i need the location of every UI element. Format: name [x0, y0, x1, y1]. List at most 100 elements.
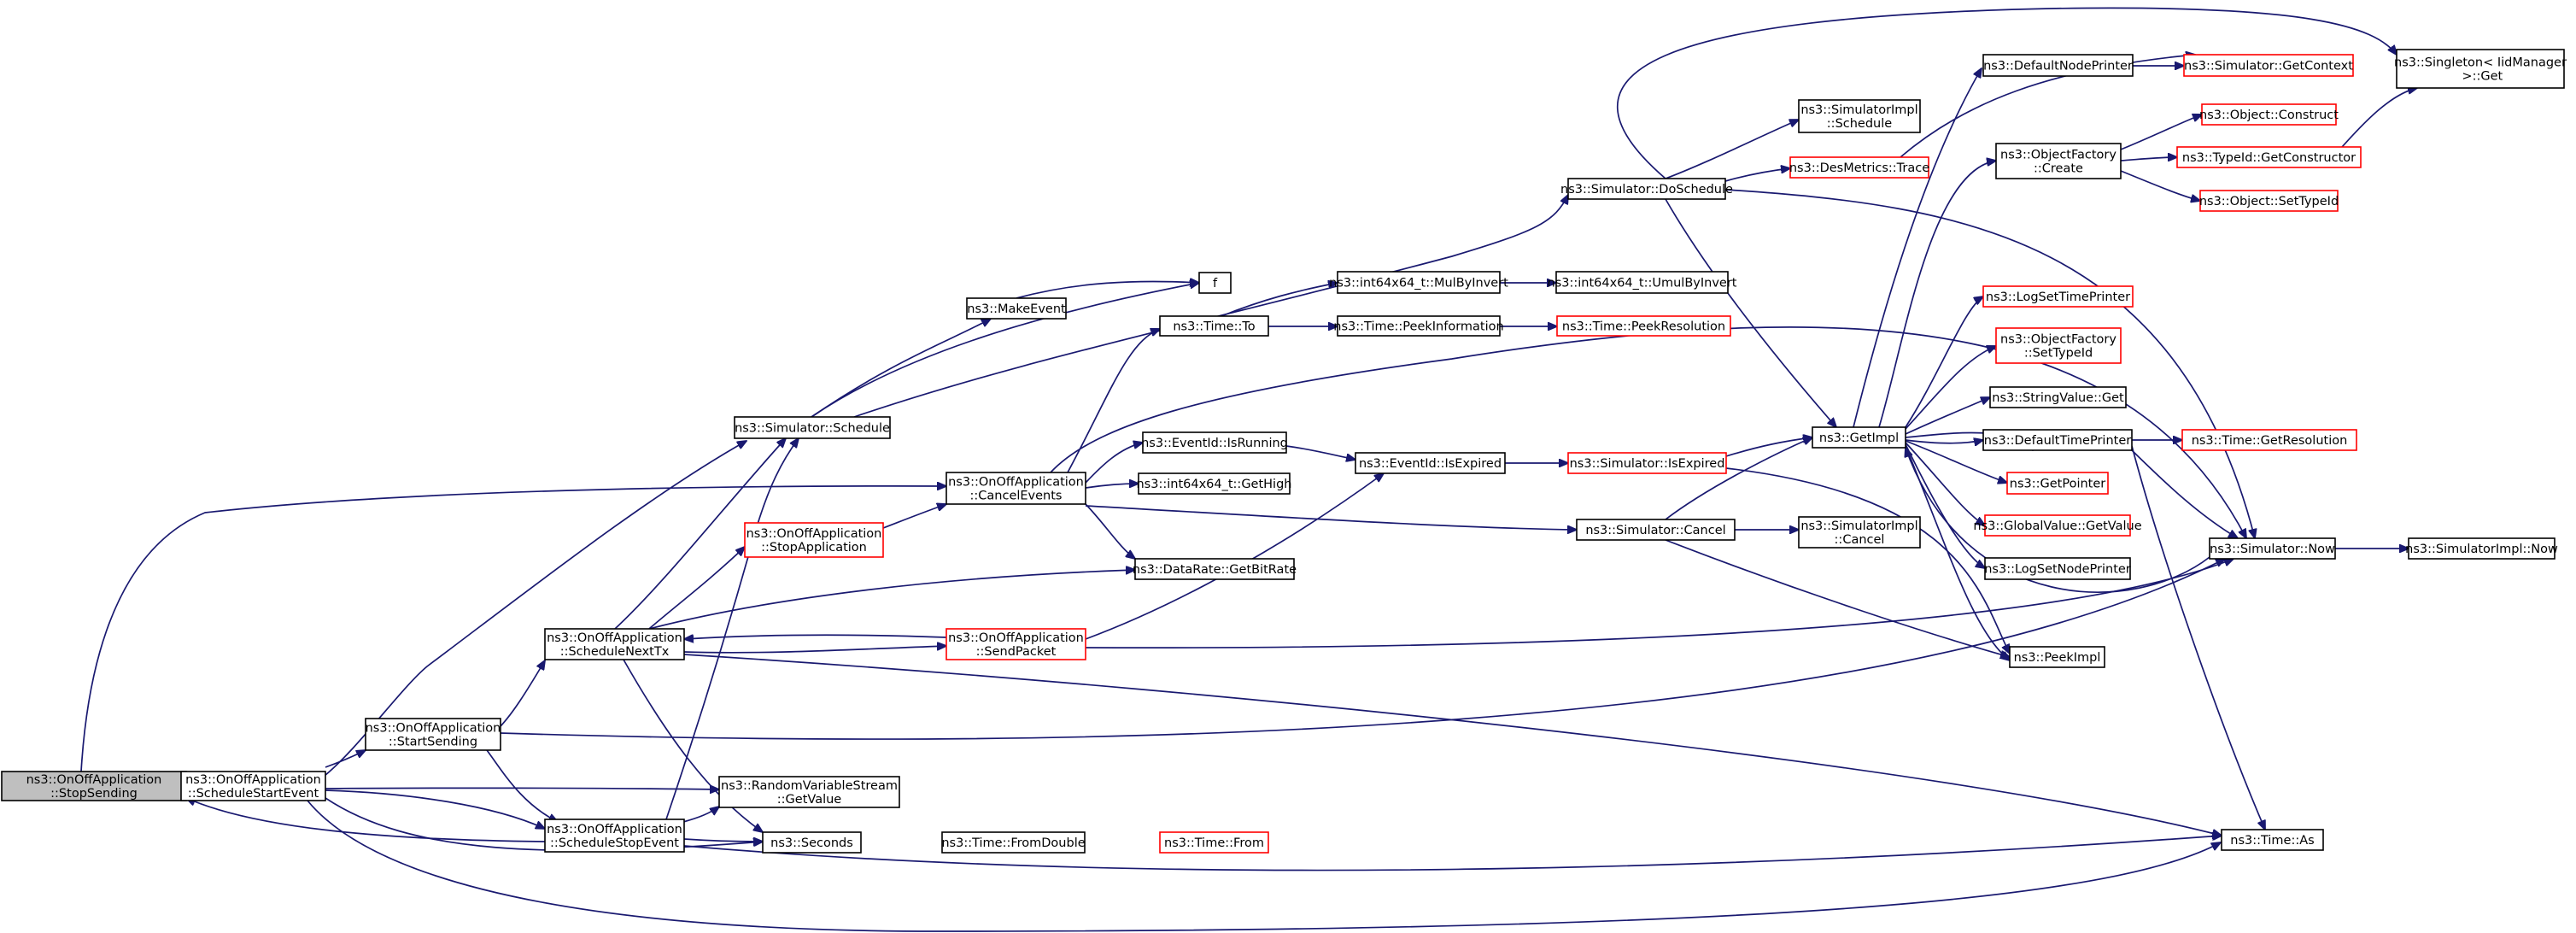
node-mulByInvert[interactable]: ns3::int64x64_t::MulByInvert [1329, 271, 1508, 294]
node-label-line: ::Schedule [1827, 117, 1892, 131]
call-edge-to-peekImpl [1665, 539, 2010, 657]
node-stopSending[interactable]: ns3::OnOffApplication::StopSending [1, 771, 187, 801]
call-edge-to-logSetTimePrinter [1905, 296, 1983, 428]
node-getConstructor[interactable]: ns3::TypeId::GetConstructor [2176, 146, 2362, 168]
node-peekImpl[interactable]: ns3::PeekImpl [2009, 646, 2105, 668]
call-edge-to-seconds [623, 659, 763, 832]
call-edge-to-getContext [1900, 55, 2195, 158]
node-box [1, 771, 187, 801]
node-label-line: ns3::OnOffApplication [26, 773, 162, 787]
node-simNow[interactable]: ns3::Simulator::Now [2209, 537, 2336, 560]
call-edge-to-getBitRate [1085, 503, 1135, 559]
node-ofSetTypeId[interactable]: ns3::ObjectFactory::SetTypeId [1995, 327, 2122, 364]
call-edge-to-getConstructor [2120, 157, 2177, 161]
node-rvsGetValue[interactable]: ns3::RandomVariableStream::GetValue [718, 776, 900, 808]
node-box [1159, 831, 1269, 854]
node-simSchedule[interactable]: ns3::Simulator::Schedule [734, 416, 891, 439]
node-getImpl[interactable]: ns3::GetImpl [1812, 426, 1906, 449]
node-scheduleStartEvent[interactable]: ns3::OnOffApplication::ScheduleStartEven… [180, 771, 326, 801]
node-isRunning[interactable]: ns3::EventId::IsRunning [1141, 431, 1288, 454]
node-cancelEvents[interactable]: ns3::OnOffApplication::CancelEvents [946, 472, 1086, 505]
node-getResolution[interactable]: ns3::Time::GetResolution [2181, 429, 2357, 451]
node-getContext[interactable]: ns3::Simulator::GetContext [2183, 54, 2354, 77]
node-f[interactable]: f [1198, 272, 1232, 294]
node-box [1556, 315, 1731, 337]
node-box [544, 628, 685, 660]
node-box [2221, 829, 2324, 851]
node-label-line: ns3::LogSetNodePrinter [1984, 563, 2131, 577]
call-edge-to-scheduleNextTx [684, 635, 947, 639]
call-edge-to-isExpired [1085, 473, 1384, 640]
node-getPointer[interactable]: ns3::GetPointer [2006, 472, 2109, 495]
node-startSending[interactable]: ns3::OnOffApplication::StartSending [365, 718, 501, 751]
node-box [1798, 99, 1921, 133]
node-box [1984, 514, 2131, 537]
node-timeAs[interactable]: ns3::Time::As [2221, 829, 2324, 851]
node-defaultTimePrinter[interactable]: ns3::DefaultTimePrinter [1982, 429, 2133, 451]
node-box [2408, 537, 2556, 560]
node-implSchedule[interactable]: ns3::SimulatorImpl::Schedule [1798, 99, 1921, 133]
node-label-line: ns3::int64x64_t::UmulByInvert [1548, 277, 1737, 290]
node-logSetNodePrinter[interactable]: ns3::LogSetNodePrinter [1984, 557, 2131, 580]
node-objConstruct[interactable]: ns3::Object::Construct [2199, 103, 2339, 126]
node-seconds[interactable]: ns3::Seconds [762, 831, 862, 854]
node-peekResolution[interactable]: ns3::Time::PeekResolution [1556, 315, 1731, 337]
node-box [941, 831, 1086, 854]
node-label-line: ::GetValue [777, 793, 842, 807]
call-edge-to-timeAs [2131, 445, 2265, 830]
node-label-line: ::SendPacket [976, 645, 1057, 659]
node-sendPacket[interactable]: ns3::OnOffApplication::SendPacket [946, 628, 1086, 660]
node-simIsExpired[interactable]: ns3::Simulator::IsExpired [1567, 452, 1727, 474]
node-doSchedule[interactable]: ns3::Simulator::DoSchedule [1560, 178, 1733, 200]
node-scheduleStopEvent[interactable]: ns3::OnOffApplication::ScheduleStopEvent [544, 819, 685, 853]
call-edge-to-seconds [683, 839, 763, 842]
node-desTrace[interactable]: ns3::DesMetrics::Trace [1789, 156, 1929, 179]
node-box [1142, 431, 1287, 454]
node-objSetTypeId[interactable]: ns3::Object::SetTypeId [2199, 190, 2339, 212]
node-label-line: ns3::DataRate::GetBitRate [1133, 563, 1297, 577]
node-label-line: ns3::Singleton< IidManager [2394, 56, 2567, 70]
call-edge-to-simNow [2131, 449, 2238, 538]
node-defaultNodePrinter[interactable]: ns3::DefaultNodePrinter [1982, 54, 2134, 77]
node-box [1989, 386, 2127, 408]
node-box [1576, 519, 1736, 541]
node-simCancel[interactable]: ns3::Simulator::Cancel [1576, 519, 1736, 541]
node-getHigh[interactable]: ns3::int64x64_t::GetHigh [1136, 472, 1292, 495]
node-scheduleNextTx[interactable]: ns3::OnOffApplication::ScheduleNextTx [544, 628, 685, 660]
call-edge-to-peekImpl [1725, 467, 2010, 654]
call-edge-to-implSchedule [1665, 120, 1799, 179]
node-label-line: ns3::Time::As [2230, 834, 2314, 848]
node-ofCreate[interactable]: ns3::ObjectFactory::Create [1995, 143, 2122, 179]
node-label-line: ns3::Time::To [1173, 320, 1255, 334]
node-label-line: f [1213, 277, 1218, 290]
node-label-line: ns3::LogSetTimePrinter [1986, 290, 2130, 304]
node-logSetTimePrinter[interactable]: ns3::LogSetTimePrinter [1982, 285, 2134, 308]
node-label-line: ns3::Simulator::Cancel [1585, 524, 1725, 537]
node-label-line: ns3::OnOffApplication [366, 722, 501, 736]
node-label-line: ns3::GetPointer [2010, 478, 2106, 491]
node-label-line: ns3::Time::GetResolution [2192, 434, 2348, 448]
node-fromDouble[interactable]: ns3::Time::FromDouble [941, 831, 1086, 854]
node-globalGetValue[interactable]: ns3::GlobalValue::GetValue [1973, 514, 2142, 537]
node-umulByInvert[interactable]: ns3::int64x64_t::UmulByInvert [1548, 271, 1737, 294]
node-label-line: ns3::DesMetrics::Trace [1789, 161, 1929, 175]
node-label-line: ns3::Seconds [770, 836, 853, 850]
call-edge-to-startSending [325, 750, 366, 768]
node-label-line: ::StopApplication [761, 541, 867, 555]
node-label-line: ::ScheduleNextTx [560, 645, 670, 659]
node-stopApplication[interactable]: ns3::OnOffApplication::StopApplication [744, 522, 884, 558]
call-edge-to-mulByInvert [1221, 283, 1338, 317]
node-label-line: ns3::int64x64_t::GetHigh [1136, 478, 1291, 491]
node-implCancel[interactable]: ns3::SimulatorImpl::Cancel [1798, 516, 1921, 549]
node-singletonGet[interactable]: ns3::Singleton< IidManager >::Get [2394, 49, 2567, 89]
node-implNow[interactable]: ns3::SimulatorImpl::Now [2405, 537, 2558, 560]
node-makeEvent[interactable]: ns3::MakeEvent [966, 297, 1067, 320]
call-edge-to-ofCreate [1878, 161, 1996, 428]
node-stringValueGet[interactable]: ns3::StringValue::Get [1989, 386, 2127, 408]
node-getBitRate[interactable]: ns3::DataRate::GetBitRate [1133, 558, 1297, 580]
node-isExpired[interactable]: ns3::EventId::IsExpired [1355, 452, 1506, 474]
node-label-line: ns3::GetImpl [1819, 431, 1899, 445]
node-timeTo[interactable]: ns3::Time::To [1159, 315, 1269, 337]
node-timeFrom[interactable]: ns3::Time::From [1159, 831, 1269, 854]
node-peekInformation[interactable]: ns3::Time::PeekInformation [1333, 315, 1504, 337]
